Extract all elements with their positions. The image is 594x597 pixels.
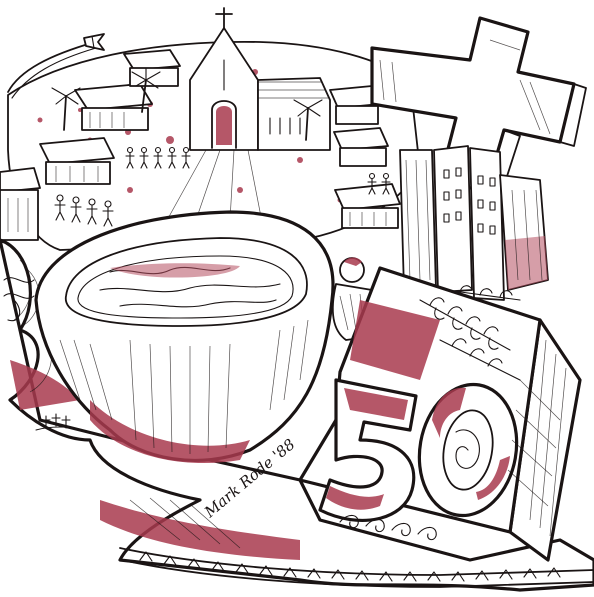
house [333, 127, 389, 167]
draped-cloth-with-triangle-border [0, 238, 594, 592]
swirl-pattern [3, 277, 35, 322]
palm-tree [293, 99, 323, 141]
large-cross [370, 16, 587, 199]
house [39, 137, 115, 185]
triangle-pattern-border [119, 547, 594, 588]
building [433, 145, 473, 293]
palm-tree [51, 87, 81, 131]
people-group [125, 146, 191, 169]
numeral-zero [417, 382, 519, 518]
church-with-cross [189, 7, 331, 151]
house [74, 83, 153, 131]
building [469, 147, 505, 301]
graves-with-crosses [35, 413, 83, 431]
house [123, 49, 181, 87]
people-group [54, 194, 114, 227]
building [399, 149, 437, 291]
tall-buildings [399, 145, 549, 301]
baptismal-bowl [34, 149, 335, 464]
block-swirl-pattern [339, 514, 437, 541]
palm-trees [51, 67, 323, 141]
numeral-five [318, 378, 418, 522]
leaf-sprigs [419, 285, 521, 381]
airplane-icon [7, 33, 105, 99]
people-group [367, 172, 391, 195]
village-houses [0, 49, 401, 241]
building [499, 174, 549, 291]
house [334, 183, 401, 229]
palm-tree [131, 67, 161, 113]
number-50-block [298, 266, 582, 562]
house [0, 167, 41, 241]
stick-figure-people [54, 146, 391, 227]
